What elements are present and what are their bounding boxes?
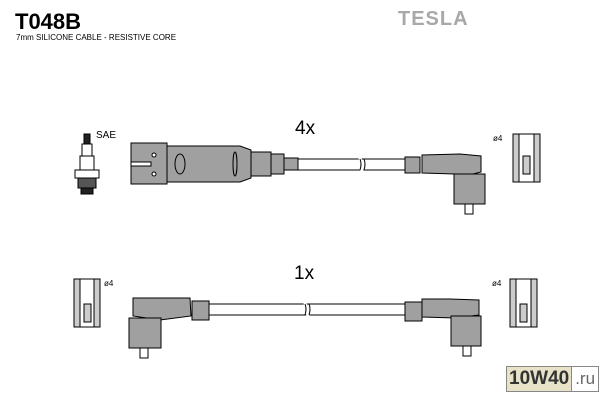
terminal-d4-bottom-left: [73, 278, 101, 328]
straight-boot-4x: [130, 142, 299, 185]
angled-boot-1x-right: [404, 298, 482, 357]
part-code: T048B: [15, 9, 82, 34]
brand-logo: TESLA: [398, 8, 469, 30]
angled-boot-4x: [404, 153, 486, 215]
diameter-label-bottom-right: ø4: [492, 279, 502, 288]
cable-4x: [297, 157, 407, 172]
watermark-main: 10W40: [507, 367, 572, 391]
quantity-label-4x: 4x: [295, 118, 316, 139]
terminal-d4-top: [512, 133, 541, 183]
cable-1x: [208, 302, 408, 317]
spark-plug-icon: [74, 133, 100, 195]
part-description: 7mm SILICONE CABLE - RESISTIVE CORE: [16, 33, 177, 42]
diameter-label-bottom-left: ø4: [104, 279, 114, 288]
quantity-label-1x: 1x: [294, 263, 315, 284]
diameter-label-top: ø4: [493, 134, 503, 143]
angled-boot-1x-left: [128, 297, 210, 359]
terminal-d4-bottom-right: [509, 278, 538, 328]
watermark: 10W40 .ru: [506, 366, 600, 392]
watermark-suffix: .ru: [571, 367, 599, 391]
plug-type-label: SAE: [96, 130, 117, 141]
